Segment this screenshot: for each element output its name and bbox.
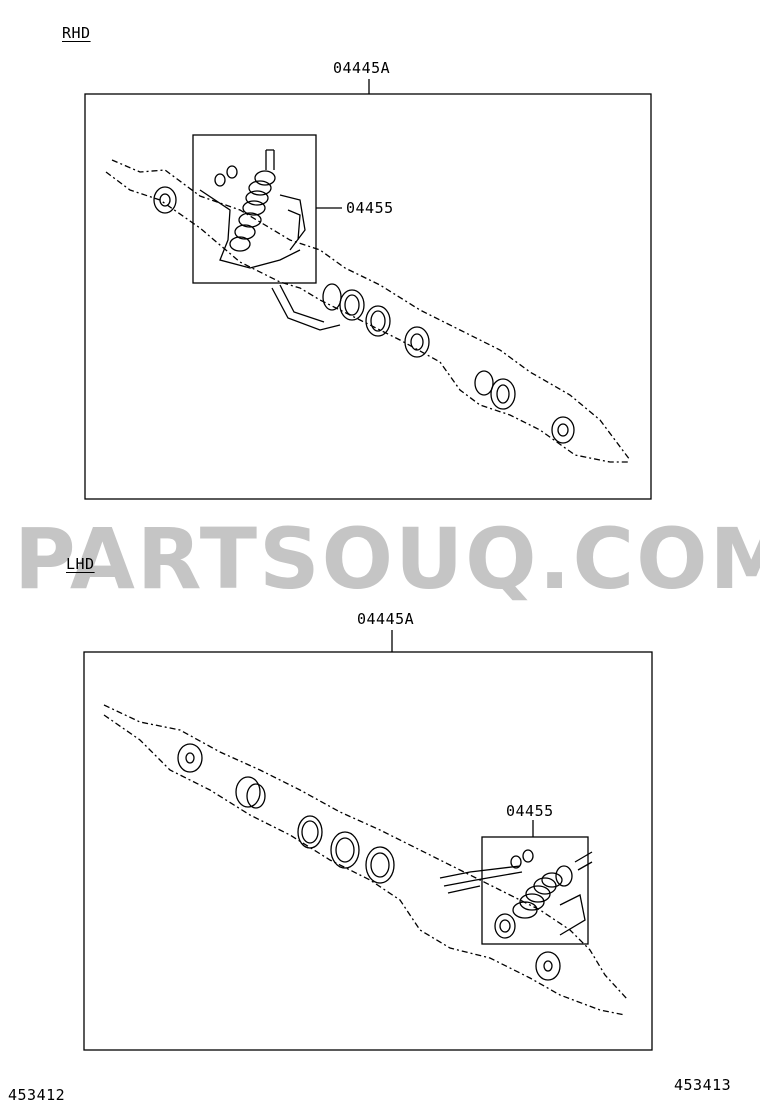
lhd-kit-box — [481, 836, 589, 945]
rhd-kit-part-number[interactable]: 04455 — [346, 199, 394, 217]
lhd-assembly-part-number[interactable]: 04445A — [357, 610, 415, 628]
lhd-frame — [83, 651, 653, 1051]
rhd-frame — [84, 93, 652, 500]
rhd-kit-box — [192, 134, 317, 284]
rhd-rack-body — [111, 159, 631, 461]
lhd-kit-part-number[interactable]: 04455 — [506, 802, 554, 820]
rhd-label: RHD — [62, 24, 91, 42]
lhd-diagram — [83, 630, 653, 1051]
rhd-assembly-part-number[interactable]: 04445A — [333, 59, 391, 77]
footer-right-code: 453413 — [674, 1076, 732, 1094]
rhd-diagram — [84, 79, 652, 500]
lhd-rack-body — [103, 704, 629, 1001]
lhd-label: LHD — [66, 555, 95, 573]
watermark: PARTSOUQ.COM — [14, 510, 760, 608]
footer-left-code: 453412 — [8, 1086, 66, 1104]
